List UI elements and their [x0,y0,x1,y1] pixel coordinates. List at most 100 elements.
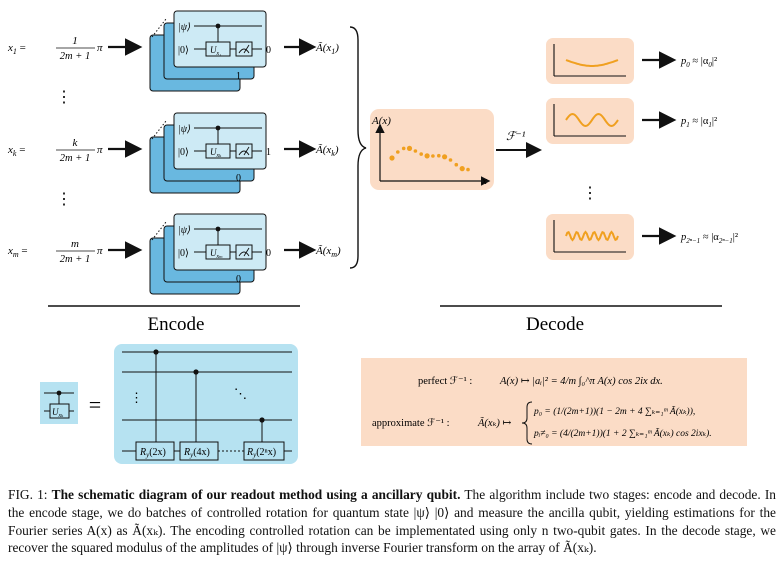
row-1-meter-needle [243,44,250,54]
row-3-front-card [173,213,267,271]
row-2-ket-psi: |ψ⟩ [178,124,191,135]
ax-dot-7 [424,153,430,159]
rotation-gate-n: Ry(2ⁿx) [243,441,285,461]
row-2-bit-a: 1 [266,147,271,158]
output-2-prob-label: p1 ≈ |α1|² [680,116,717,129]
row-1-denominator: 2m + 1 [60,51,90,62]
rotation-gate-1-label: Ry(2x) [139,447,166,459]
formula-panel: perfect ℱ⁻¹ : A(x) ↦ |aᵢ|² = 4/m ∫₀^π A(… [361,358,747,446]
row-3-meter-needle [243,247,250,257]
caption-body: The algorithm include two stages: encode… [8,487,776,556]
row-2-output-label: Ã(xk) [315,144,339,158]
row-1-gate-box [205,41,231,57]
row-1-gate-label: Ux₁ [210,45,221,57]
encode-vdots-2: ⋮ [56,191,72,208]
decomposed-panel [114,344,298,464]
approx-line-1: p₀ = (1/(2m+1))(1 − 2m + 4 ∑ₖ₌₁ᵐ Ã(xₖ)), [533,405,695,417]
perfect-equation: A(x) ↦ |aᵢ|² = 4/m ∫₀^π A(x) cos 2ix dx. [499,376,663,387]
ax-dot-12 [454,162,459,167]
rotation-gate-2-box [179,441,219,461]
inverse-transform-label: ℱ⁻¹ [506,129,526,143]
row-1-stack-dots [151,18,167,38]
output-3-wave [565,230,619,242]
caption-title: The schematic diagram of our readout met… [51,487,461,502]
row-1-ket-zero: |0⟩ [178,45,189,56]
ax-dot-5 [413,149,418,153]
row-1-numerator: 1 [72,35,78,47]
ax-dot-9 [437,153,441,158]
row-3-bit-a: 0 [266,248,271,259]
row-2-pi: π [97,144,103,156]
decode-vdots: ⋮ [582,185,598,202]
row-1-bit-b: 1 [236,71,241,82]
rotation-gate-2: Ry(4x) [179,441,219,461]
row-1-pi: π [97,42,103,54]
small-controlled-gate: Uxₖ [40,382,78,424]
caption-fig-label: FIG. 1: [8,487,48,502]
row-3-numerator: m [71,238,79,250]
row-1-bit-a: 0 [266,45,271,56]
row-2-gate-label: Uxₖ [210,147,222,159]
ax-dot-4 [406,145,413,151]
decode-output-1: p0 ≈ |α0|² [546,38,717,84]
ax-plot-x-label: x [481,175,487,187]
decode-outputs: p0 ≈ |α0|² p1 ≈ |α1|² p2ⁿ−1 ≈ |α2ⁿ−1|² [546,38,738,260]
output-1-panel [546,38,634,84]
row-3-gate-label: Uxₘ [210,248,223,260]
rotation-gate-2-label: Ry(4x) [183,447,210,459]
row-2-meter-needle [243,146,250,156]
row-1-ket-psi: |ψ⟩ [178,22,191,33]
row-2-gate-box [205,143,231,159]
row-3-output-label: Ã(xm) [315,245,341,259]
ax-dot-10 [442,154,448,160]
row-1-front-card [173,10,267,68]
small-gate-label: Uxₖ [52,407,64,419]
decode-output-3: p2ⁿ−1 ≈ |α2ⁿ−1|² [546,214,738,260]
row-1-output-label: Ã(x1) [315,42,339,56]
approx-lhs: Ã(xₖ) ↦ [477,417,512,429]
rotation-gate-n-box [243,441,285,461]
row-3-stack-dots [151,221,167,241]
decomposed-circuit: ⋮ ⋱ Ry(2x) Ry(4x) Ry(2ⁿx) [114,344,298,464]
rotation-gate-n-label: Ry(2ⁿx) [246,447,276,459]
ax-dot-6 [419,152,424,156]
output-1-prob-label: p0 ≈ |α0|² [680,56,717,69]
row-3-denominator: 2m + 1 [60,254,90,265]
decode-section-label: Decode [526,314,584,335]
row-3-ket-psi: |ψ⟩ [178,225,191,236]
row-3-ket-zero: |0⟩ [178,248,189,259]
ax-dot-3 [401,146,406,151]
row-2-stack-dots [151,120,167,140]
row-2-x-label: xk = [7,144,25,158]
ax-dot-14 [466,167,470,172]
output-1-wave [565,59,619,67]
output-3-prob-label: p2ⁿ−1 ≈ |α2ⁿ−1|² [680,232,738,245]
row-3-x-label: xm = [7,245,28,259]
circuit-ddots: ⋱ [234,386,247,401]
row-2-bit-b: 0 [236,173,241,184]
row-2-numerator: k [73,137,79,149]
row-2-meter-arc [238,150,250,156]
ax-dot-2 [396,150,400,154]
perfect-label: perfect ℱ⁻¹ : [418,375,472,387]
ax-plot-panel: A(x) x [370,109,494,190]
approx-brace [521,401,533,445]
row-3-meter-arc [238,251,250,257]
curly-brace [349,26,367,269]
row-3-bit-b: 0 [236,274,241,285]
ax-dot-11 [448,158,453,162]
row-1-x-label: x1 = [7,42,26,56]
ax-dot-13 [459,166,465,172]
circuit-vdots: ⋮ [130,390,143,405]
row-2-ket-zero: |0⟩ [178,147,189,158]
approx-label: approximate ℱ⁻¹ : [372,417,450,429]
output-2-wave [565,112,619,128]
ax-plot-y-label: A(x) [371,115,391,127]
ax-dot-1 [389,155,395,161]
row-2-front-card [173,112,267,170]
output-2-panel [546,98,634,144]
